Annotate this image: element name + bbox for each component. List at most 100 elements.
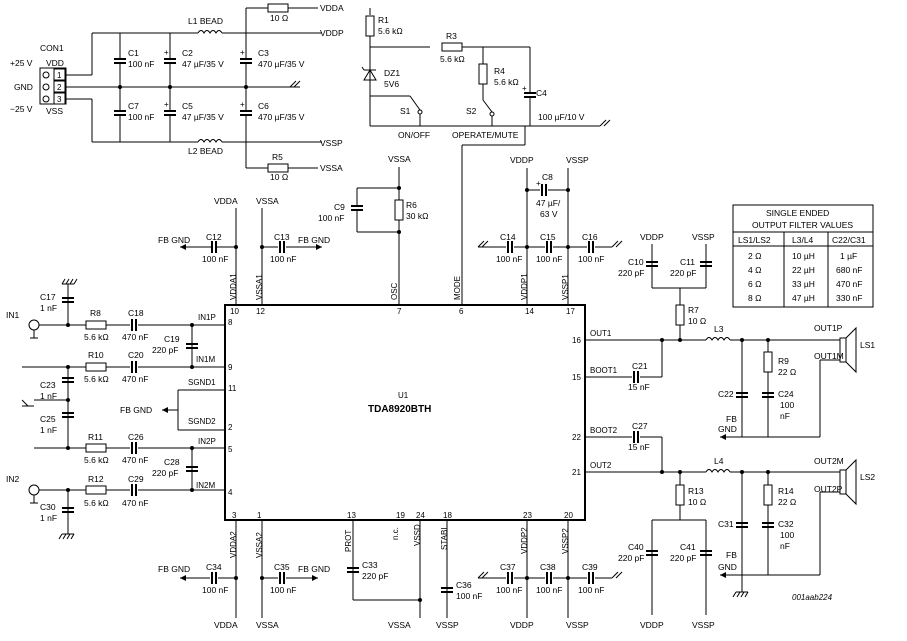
filter-cell: 8 Ω — [748, 293, 761, 303]
r7-label: R7 — [688, 305, 699, 315]
pin-number: 7 — [397, 307, 402, 316]
pin-number: 23 — [523, 511, 532, 520]
top-decoupling: VDDA VSSA FB GND C12 100 nF C13 100 nF F… — [158, 154, 623, 305]
c8-value: 47 µF/ — [536, 198, 561, 208]
power-supply-section: CON1 1 2 3 +25 V VDD GND −25 V VSS L1 BE… — [10, 3, 344, 182]
c7-value: 100 nF — [128, 112, 154, 122]
c40-label: C40 — [628, 542, 644, 552]
pin-number: 5 — [228, 445, 233, 454]
c21-value: 15 nF — [628, 382, 650, 392]
pin-name-vssa2: VSSA2 — [255, 532, 264, 558]
pin-name-vssd: VSSD — [413, 524, 422, 546]
r6-label: R6 — [406, 200, 417, 210]
pin-name-stabi: STABI — [440, 527, 449, 550]
c2-value: 47 µF/35 V — [182, 59, 224, 69]
pin-name-boot2: BOOT2 — [590, 426, 618, 435]
l3-label: L3 — [714, 324, 724, 334]
c24-label: C24 — [778, 389, 794, 399]
pin-number: 20 — [564, 511, 573, 520]
c39-label: C39 — [582, 562, 598, 572]
filter-cell: 10 µH — [792, 251, 815, 261]
c8-value: 63 V — [540, 209, 558, 219]
c35-label: C35 — [274, 562, 290, 572]
c4-value: 100 µF/10 V — [538, 112, 585, 122]
pin-number: 22 — [572, 433, 581, 442]
bottom-decoupling: VDDA VSSA FB GND C34 100 nF C35 100 nF F… — [158, 520, 623, 630]
c6-value: 470 µF/35 V — [258, 112, 305, 122]
c6-label: C6 — [258, 101, 269, 111]
c22-label: C22 — [718, 389, 734, 399]
r8-value: 5.6 kΩ — [84, 332, 109, 342]
svg-text:+: + — [164, 100, 169, 109]
r11-label: R11 — [88, 432, 103, 442]
pin-number: 4 — [228, 488, 233, 497]
pin-number: 3 — [232, 511, 237, 520]
ic-part: TDA8920BTH — [368, 404, 431, 415]
c34-label: C34 — [206, 562, 222, 572]
c38-value: 100 nF — [536, 585, 562, 595]
r4-label: R4 — [494, 66, 505, 76]
out1p-label: OUT1P — [814, 323, 843, 333]
c4-label: C4 — [536, 88, 547, 98]
c18-value: 470 nF — [122, 332, 148, 342]
c20-value: 470 nF — [122, 374, 148, 384]
pin-name-osc: OSC — [390, 282, 399, 300]
c1-label: C1 — [128, 48, 139, 58]
dz1-label: DZ1 — [384, 68, 400, 78]
c23-value: 1 nF — [40, 391, 57, 401]
r13-label: R13 — [688, 486, 704, 496]
c31-label: C31 — [718, 519, 734, 529]
c13-value: 100 nF — [270, 254, 296, 264]
c37-value: 100 nF — [496, 585, 522, 595]
c34-value: 100 nF — [202, 585, 228, 595]
pin-number: 15 — [572, 373, 581, 382]
c28-value: 220 pF — [152, 468, 178, 478]
rail-label: VSSA — [388, 620, 411, 630]
r8-label: R8 — [90, 308, 101, 318]
pin-name-vdda2: VDDA2 — [229, 531, 238, 558]
c29-label: C29 — [128, 474, 144, 484]
c9-value: 100 nF — [318, 213, 344, 223]
fb-gnd-label: FB GND — [158, 235, 190, 245]
pin-name-out2: OUT2 — [590, 461, 612, 470]
rail-label: VDDP — [510, 620, 534, 630]
r5-value: 10 Ω — [270, 172, 288, 182]
r12-label: R12 — [88, 474, 104, 484]
c26-label: C26 — [128, 432, 144, 442]
c24-value: 100 — [780, 400, 794, 410]
operate-mute-label: OPERATE/MUTE — [452, 130, 519, 140]
rail-label: VDDA — [214, 196, 238, 206]
ic-ref: U1 — [398, 391, 409, 400]
r7-value: 10 Ω — [688, 316, 706, 326]
speaker-ls2 — [839, 469, 847, 495]
con1-pin1: 1 — [57, 71, 62, 80]
r10-label: R10 — [88, 350, 104, 360]
c10-label: C10 — [628, 257, 644, 267]
pin-name-prot: PROT — [344, 530, 353, 552]
c3-label: C3 — [258, 48, 269, 58]
rail-vddp-top: VDDP — [320, 28, 344, 38]
c15-label: C15 — [540, 232, 556, 242]
filter-table-title-2: OUTPUT FILTER VALUES — [752, 220, 853, 230]
c25-value: 1 nF — [40, 425, 57, 435]
r9-label: R9 — [778, 356, 789, 366]
c32-value: 100 — [780, 530, 794, 540]
c20-label: C20 — [128, 350, 144, 360]
pin-name-vddp1: VDDP1 — [520, 273, 529, 300]
l2-bead-label: L2 BEAD — [188, 146, 223, 156]
pin-name-in2m: IN2M — [196, 481, 215, 490]
rail-label: VSSP — [566, 620, 589, 630]
input-section: IN1 C17 1 nF R8 5.6 kΩ C18 470 nF R10 5.… — [6, 278, 225, 540]
svg-text:+: + — [536, 179, 541, 188]
ic-body — [224, 304, 586, 521]
speaker-ls1 — [839, 337, 847, 363]
pin-number: 12 — [256, 307, 265, 316]
c11-label: C11 — [680, 257, 695, 267]
fb-label: FB — [726, 414, 737, 424]
r14-label: R14 — [778, 486, 794, 496]
pin-name-vdda1: VDDA1 — [229, 273, 238, 300]
pin-number: 17 — [566, 307, 575, 316]
fb-gnd-label: FB GND — [298, 235, 330, 245]
plus-25v-label: +25 V — [10, 58, 33, 68]
